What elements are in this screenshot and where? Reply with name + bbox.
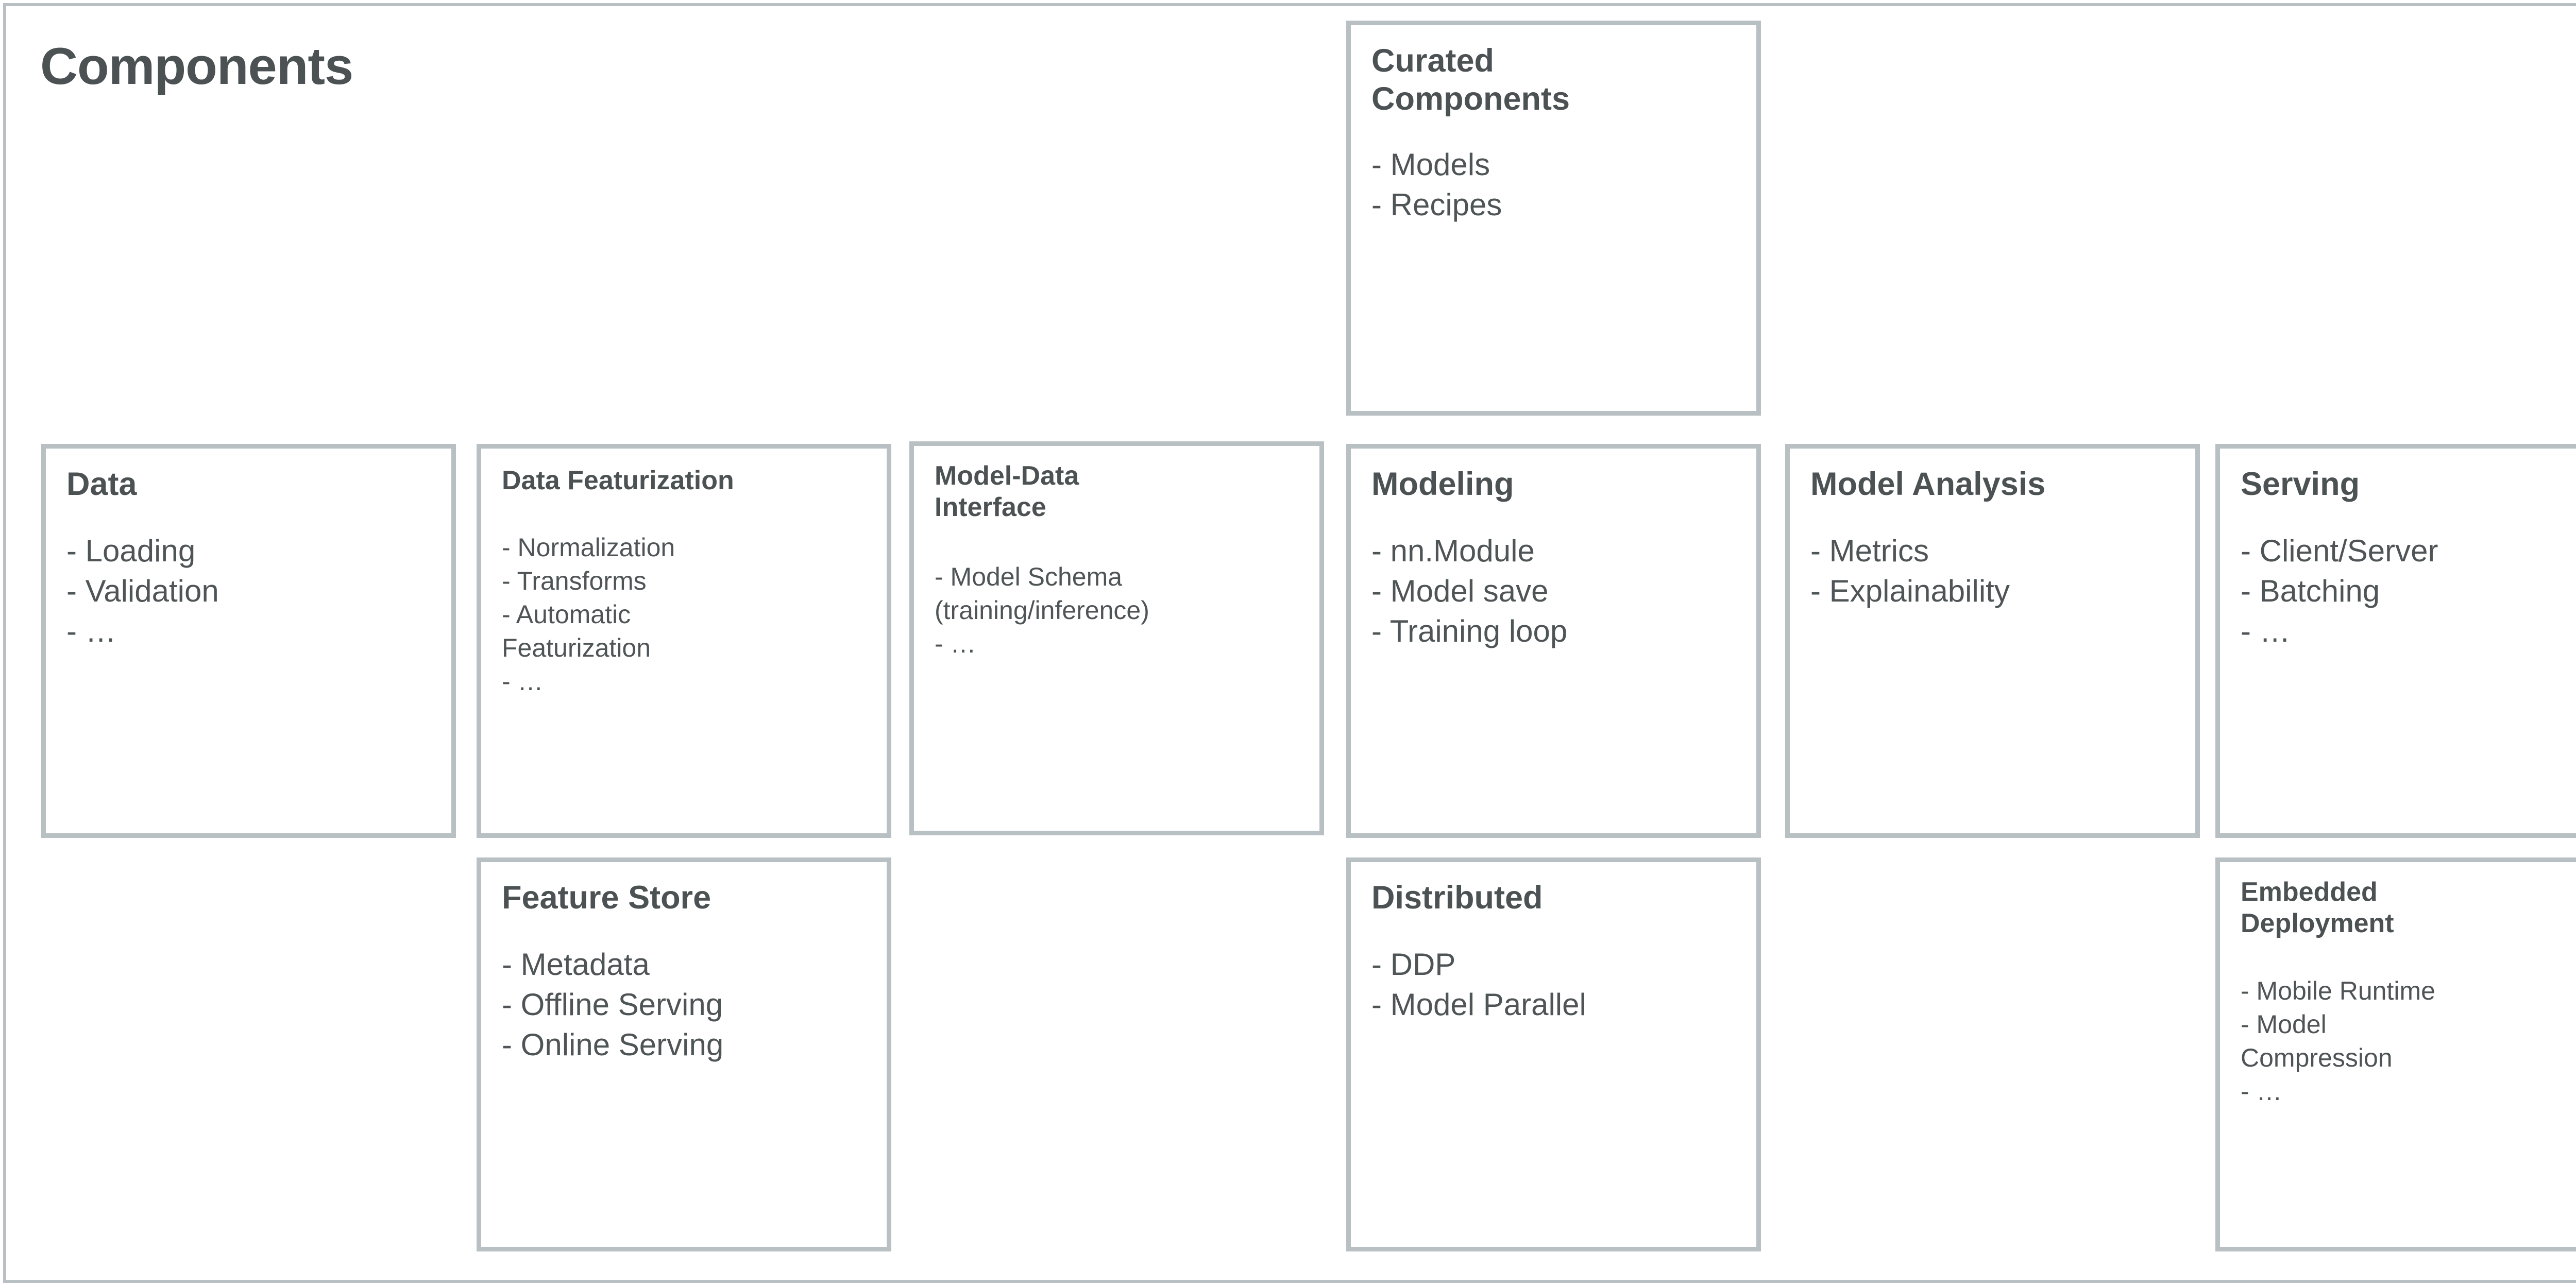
card-data-featurization[interactable]: Data Featurization - Normalization - Tra…: [477, 444, 891, 838]
card-title-serving: Serving: [2241, 466, 2360, 502]
list-item: - DDP: [1371, 947, 1456, 982]
card-list-distributed: - DDP - Model Parallel: [1371, 945, 1586, 1025]
list-item: - Mobile Runtime: [2241, 976, 2435, 1005]
list-item: - Metrics: [1810, 534, 1929, 568]
list-item: - Normalization: [502, 533, 675, 562]
card-list-data: - Loading - Validation - …: [66, 531, 219, 651]
list-item: - Model Compression: [2241, 1010, 2393, 1072]
card-title-data: Data: [66, 466, 137, 502]
card-list-serving: - Client/Server - Batching - …: [2241, 531, 2438, 651]
card-model-analysis[interactable]: Model Analysis - Metrics - Explainabilit…: [1785, 444, 2200, 838]
list-item: - Recipes: [1371, 187, 1502, 222]
list-item: - …: [2241, 1077, 2282, 1106]
card-title-distributed: Distributed: [1371, 880, 1543, 916]
list-item: - nn.Module: [1371, 534, 1535, 568]
page-title: Components: [40, 38, 353, 95]
list-item: - …: [935, 629, 976, 658]
card-list-curated-components: - Models - Recipes: [1371, 145, 1502, 225]
card-modeling[interactable]: Modeling - nn.Module - Model save - Trai…: [1346, 444, 1761, 838]
list-item: - Transforms: [502, 567, 647, 595]
card-feature-store[interactable]: Feature Store - Metadata - Offline Servi…: [477, 857, 891, 1251]
card-title-curated-components: Curated Components: [1371, 43, 1570, 117]
card-title-feature-store: Feature Store: [502, 880, 711, 916]
list-item: - …: [502, 667, 544, 696]
card-title-embedded-deployment: Embedded Deployment: [2241, 877, 2394, 939]
list-item: - Model Parallel: [1371, 987, 1586, 1022]
list-item: - Automatic Featurization: [502, 600, 651, 662]
card-list-embedded-deployment: - Mobile Runtime - Model Compression - …: [2241, 974, 2435, 1108]
list-item: - Batching: [2241, 574, 2380, 608]
card-list-modeling: - nn.Module - Model save - Training loop: [1371, 531, 1567, 651]
card-serving[interactable]: Serving - Client/Server - Batching - …: [2215, 444, 2576, 838]
list-item: - Offline Serving: [502, 987, 723, 1022]
list-item: - Model save: [1371, 574, 1549, 608]
list-item: - Model Schema (training/inference): [935, 562, 1149, 625]
list-item: - Training loop: [1371, 614, 1568, 648]
card-title-modeling: Modeling: [1371, 466, 1514, 502]
list-item: - Metadata: [502, 947, 650, 982]
card-curated-components[interactable]: Curated Components - Models - Recipes: [1346, 21, 1761, 416]
list-item: - Explainability: [1810, 574, 2010, 608]
card-distributed[interactable]: Distributed - DDP - Model Parallel: [1346, 857, 1761, 1251]
card-list-feature-store: - Metadata - Offline Serving - Online Se…: [502, 945, 723, 1065]
card-title-model-analysis: Model Analysis: [1810, 466, 2046, 502]
list-item: - Models: [1371, 147, 1490, 182]
list-item: - Validation: [66, 574, 219, 608]
components-outer-frame: [3, 3, 2576, 1283]
card-list-data-featurization: - Normalization - Transforms - Automatic…: [502, 531, 675, 698]
card-data[interactable]: Data - Loading - Validation - …: [41, 444, 456, 838]
list-item: - …: [66, 614, 116, 648]
card-embedded-deployment[interactable]: Embedded Deployment - Mobile Runtime - M…: [2215, 857, 2576, 1251]
list-item: - Client/Server: [2241, 534, 2438, 568]
card-model-data-interface[interactable]: Model-Data Interface - Model Schema (tra…: [909, 441, 1324, 835]
card-list-model-data-interface: - Model Schema (training/inference) - …: [935, 560, 1149, 661]
card-list-model-analysis: - Metrics - Explainability: [1810, 531, 2010, 611]
list-item: - Loading: [66, 534, 196, 568]
card-title-model-data-interface: Model-Data Interface: [935, 461, 1079, 523]
list-item: - Online Serving: [502, 1027, 724, 1062]
list-item: - …: [2241, 614, 2291, 648]
card-title-data-featurization: Data Featurization: [502, 466, 734, 495]
